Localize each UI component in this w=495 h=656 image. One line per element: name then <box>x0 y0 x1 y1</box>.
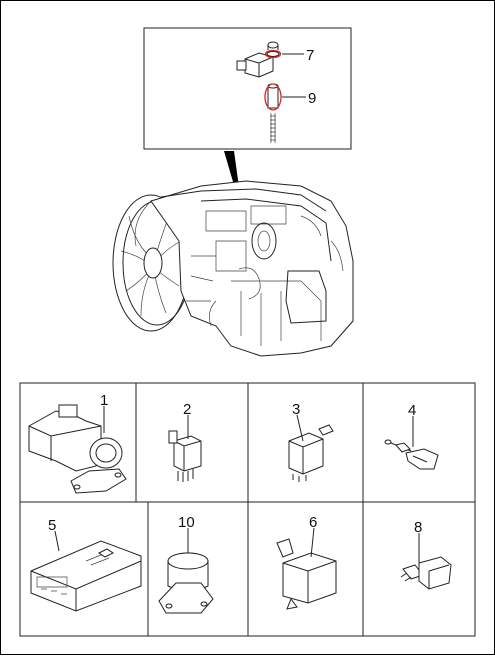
part-3-cell: 3 <box>288 401 334 482</box>
callout-7: 7 <box>306 47 314 64</box>
part-8-label: 8 <box>414 519 422 536</box>
part-4-label: 4 <box>408 402 416 419</box>
part-7-drawing <box>236 41 282 78</box>
part-9-drawing <box>264 83 282 143</box>
part-3-label: 3 <box>292 401 300 418</box>
part-1-label: 1 <box>100 392 108 409</box>
parts-grid <box>19 382 476 637</box>
part-1-cell: 1 <box>28 392 127 494</box>
part-2-cell: 2 <box>168 401 202 482</box>
part-8-cell: 8 <box>400 519 452 590</box>
part-10-cell: 10 <box>158 514 214 614</box>
part-5-cell: 5 <box>30 517 142 612</box>
engine-assembly-drawing <box>112 180 354 357</box>
part-10-label: 10 <box>178 514 195 531</box>
part-5-label: 5 <box>48 517 56 534</box>
part-4-cell: 4 <box>384 402 439 470</box>
part-6-cell: 6 <box>276 514 337 610</box>
part-2-label: 2 <box>183 401 191 418</box>
callout-9: 9 <box>308 90 316 107</box>
part-6-label: 6 <box>309 514 317 531</box>
detail-inset: 7 9 <box>143 27 352 150</box>
